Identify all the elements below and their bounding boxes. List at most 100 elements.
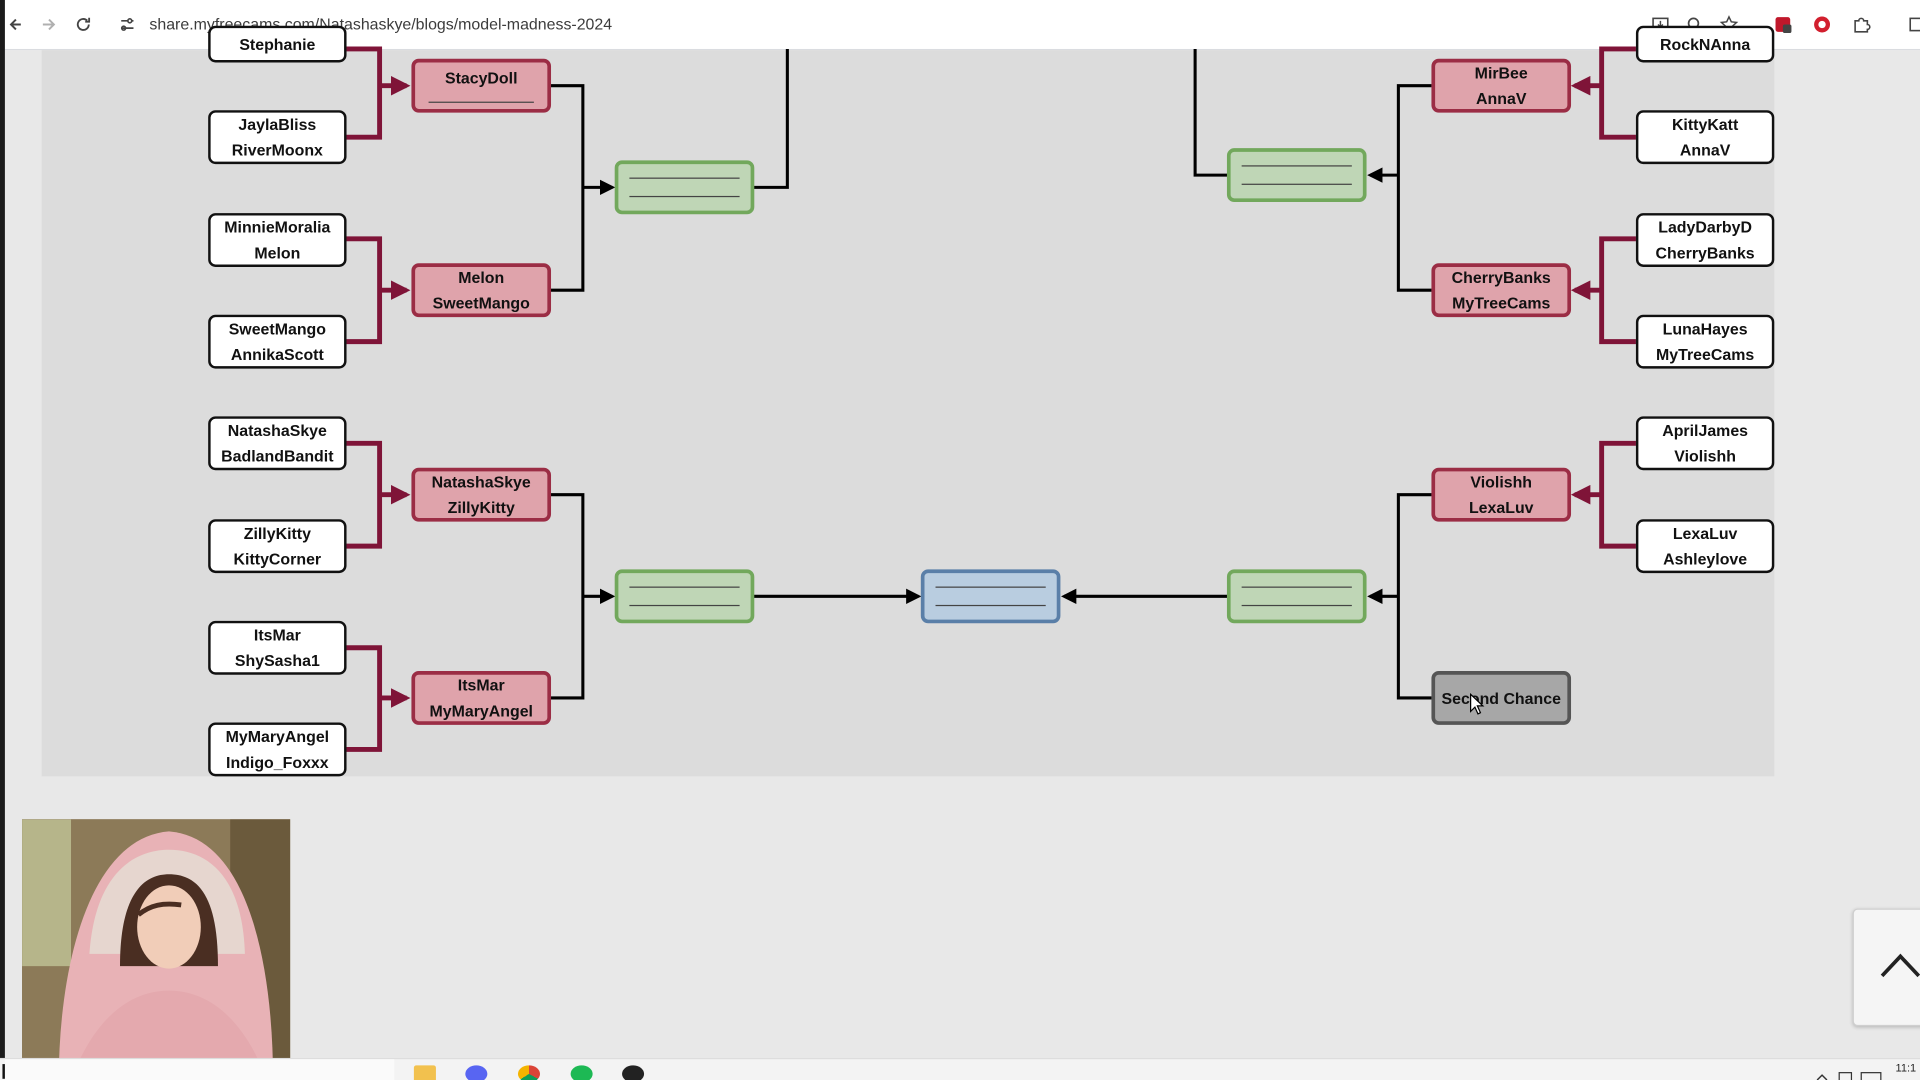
right-round3-2-line-a — [1241, 586, 1353, 588]
left-entry-5-top: NatashaSkye — [227, 421, 327, 440]
left-round3-2-line-b — [628, 604, 741, 607]
left-round2-2-top: Melon — [458, 268, 505, 287]
final-match — [920, 569, 1061, 624]
right-round3-1-line-b — [1241, 183, 1353, 185]
right-round3-2-line-b — [1241, 604, 1353, 607]
left-entry-1-name: Stephanie — [239, 35, 316, 54]
right-round3-1 — [1226, 148, 1367, 203]
left-entry-3-bottom: Melon — [254, 243, 301, 263]
right-round2-3-bottom: LexaLuv — [1468, 498, 1534, 517]
taskbar-search-area[interactable] — [4, 1059, 395, 1080]
right-entry-6: LexaLuv Ashleylove — [1635, 519, 1775, 574]
right-round2-2: CherryBanks MyTreeCams — [1431, 263, 1572, 318]
left-entry-3: MinnieMoralia Melon — [208, 213, 347, 267]
right-round2-1-top: MirBee — [1474, 63, 1528, 83]
left-entry-2-bottom: RiverMoonx — [231, 140, 323, 160]
left-round2-1: StacyDoll — [411, 58, 552, 113]
right-entry-2: KittyKatt AnnaV — [1635, 110, 1775, 165]
left-round2-1-top: StacyDoll — [444, 67, 518, 87]
window-edge — [0, 0, 5, 1080]
extension-shield-icon[interactable] — [1771, 12, 1795, 36]
right-round2-1-bottom: AnnaV — [1476, 89, 1527, 108]
right-entry-2-top: KittyKatt — [1671, 115, 1739, 134]
left-round2-1-blank — [428, 101, 535, 103]
left-entry-8-bottom: Indigo_Foxxx — [226, 753, 329, 772]
left-entry-6: ZillyKitty KittyCorner — [208, 519, 347, 574]
left-entry-3-top: MinnieMoralia — [224, 217, 331, 237]
right-round2-3-top: Violishh — [1470, 472, 1533, 492]
left-round2-4-top: ItsMar — [457, 675, 505, 695]
steam-icon[interactable] — [622, 1065, 645, 1080]
right-entry-2-bottom: AnnaV — [1679, 140, 1731, 160]
right-entry-6-bottom: Ashleylove — [1663, 549, 1748, 569]
left-entry-5: NatashaSkye BadlandBandit — [208, 416, 347, 471]
final-line-a — [935, 586, 1047, 588]
reload-icon[interactable] — [71, 12, 95, 36]
left-entry-4-top: SweetMango — [228, 319, 327, 338]
left-round2-2: Melon SweetMango — [411, 263, 552, 318]
system-tray[interactable] — [1815, 1067, 1888, 1080]
right-round2-2-top: CherryBanks — [1451, 268, 1551, 287]
left-round2-3: NatashaSkye ZillyKitty — [411, 467, 552, 522]
chrome-icon[interactable] — [517, 1065, 541, 1080]
extensions-puzzle-icon[interactable] — [1849, 12, 1873, 36]
discord-icon[interactable] — [465, 1065, 488, 1080]
left-entry-6-top: ZillyKitty — [243, 524, 311, 543]
taskbar-clock: 11:1 — [1895, 1061, 1917, 1074]
back-arrow-icon[interactable] — [5, 12, 29, 36]
spotify-icon[interactable] — [570, 1065, 593, 1080]
right-round2-3: Violishh LexaLuv — [1431, 467, 1572, 522]
right-round3-2 — [1226, 569, 1367, 624]
left-round3-1-line-b — [628, 195, 741, 198]
right-round3-1-line-a — [1241, 165, 1353, 167]
right-entry-1: RockNAnna — [1635, 25, 1775, 63]
left-entry-4-bottom: AnnikaScott — [230, 345, 324, 364]
site-info-icon[interactable] — [115, 12, 139, 36]
left-entry-8-top: MyMaryAngel — [225, 727, 330, 746]
left-round3-1 — [614, 160, 755, 215]
left-round2-2-bottom: SweetMango — [432, 293, 530, 313]
right-entry-5-top: AprilJames — [1662, 421, 1749, 440]
right-entry-6-top: LexaLuv — [1672, 524, 1738, 543]
left-round2-4: ItsMar MyMaryAngel — [411, 671, 552, 725]
right-entry-1-name: RockNAnna — [1660, 35, 1751, 54]
right-entry-5: AprilJames Violishh — [1635, 416, 1775, 471]
left-round2-3-bottom: ZillyKitty — [447, 498, 515, 517]
right-round2-1: MirBee AnnaV — [1431, 58, 1572, 113]
right-entry-3: LadyDarbyD CherryBanks — [1635, 213, 1775, 267]
chevron-up-icon — [1880, 953, 1920, 978]
right-entry-3-top: LadyDarbyD — [1658, 217, 1752, 237]
mouse-cursor-icon — [1470, 693, 1485, 715]
right-entry-4-top: LunaHayes — [1662, 319, 1748, 338]
left-entry-1: Stephanie — [208, 25, 347, 63]
second-chance-label: Second Chance — [1441, 688, 1561, 708]
right-entry-3-bottom: CherryBanks — [1655, 243, 1755, 263]
left-round3-1-line-a — [628, 177, 741, 179]
left-entry-2: JaylaBliss RiverMoonx — [208, 110, 347, 165]
webcam-overlay — [22, 819, 291, 1080]
file-explorer-icon[interactable] — [413, 1065, 436, 1080]
left-entry-7-bottom: ShySasha1 — [234, 651, 320, 670]
right-entry-4-bottom: MyTreeCams — [1656, 345, 1755, 364]
left-entry-7-top: ItsMar — [253, 625, 301, 645]
left-round3-2 — [614, 569, 755, 624]
right-round2-2-bottom: MyTreeCams — [1452, 293, 1551, 313]
left-entry-8: MyMaryAngel Indigo_Foxxx — [208, 722, 347, 777]
left-round2-3-top: NatashaSkye — [431, 472, 531, 492]
left-round2-4-bottom: MyMaryAngel — [429, 701, 533, 721]
second-chance-button[interactable]: Second Chance — [1431, 671, 1572, 725]
os-taskbar: 11:1 — [0, 1057, 1920, 1080]
forward-arrow-icon[interactable] — [37, 12, 61, 36]
final-line-b — [935, 604, 1047, 607]
left-entry-7: ItsMar ShySasha1 — [208, 620, 347, 675]
left-round3-2-line-a — [628, 586, 741, 588]
right-entry-4: LunaHayes MyTreeCams — [1635, 314, 1775, 369]
extension-red-icon[interactable] — [1810, 12, 1834, 36]
left-entry-6-bottom: KittyCorner — [233, 549, 322, 569]
scroll-to-top-button[interactable] — [1852, 908, 1920, 1027]
side-panel-icon[interactable] — [1905, 12, 1920, 36]
left-entry-5-bottom: BadlandBandit — [221, 446, 334, 466]
webcam-person-image — [22, 819, 291, 1080]
